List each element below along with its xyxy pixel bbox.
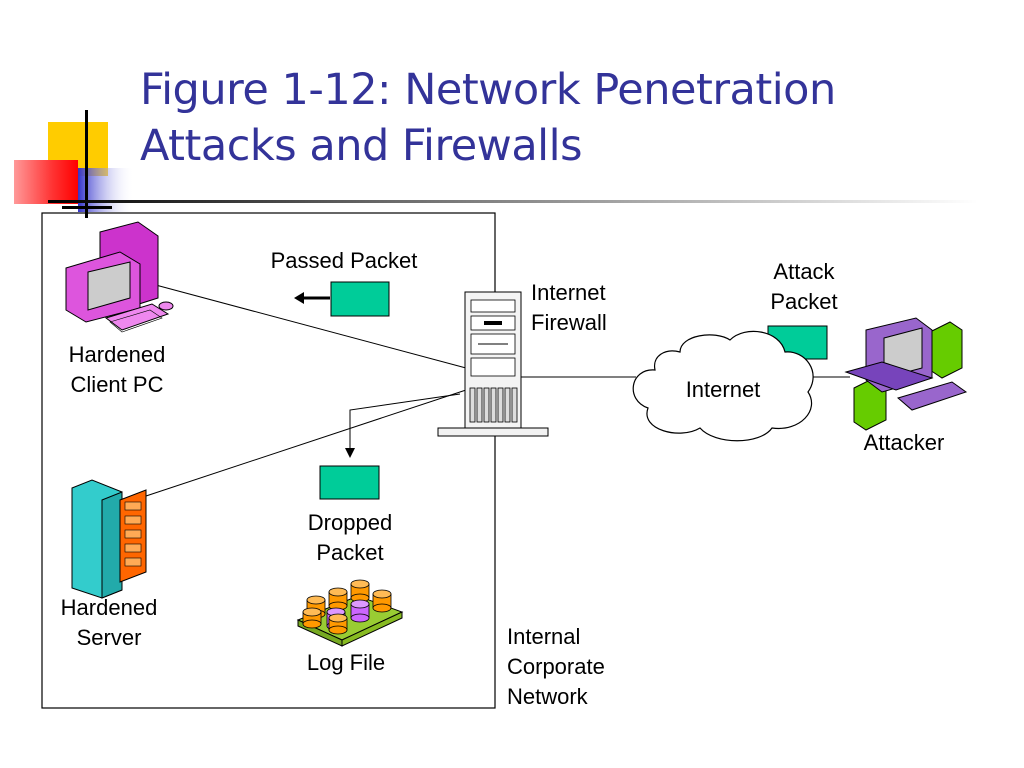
cloud-icon (632, 330, 814, 442)
drop-arrow (345, 393, 461, 458)
title-line-2: Attacks and Firewalls (140, 121, 582, 171)
hardened-server-label: Hardened Server (60, 595, 158, 650)
client-pc-icon (65, 221, 174, 333)
internal-corporate-network-label: Internal Corporate Network (507, 624, 605, 709)
passed-packet-icon (330, 281, 390, 317)
attacker-pc-icon (844, 317, 968, 431)
link-client-firewall (151, 283, 467, 369)
title-line-1: Figure 1-12: Network Penetration (140, 65, 836, 115)
dropped-packet-icon (319, 465, 380, 500)
internet-label: Internet (685, 377, 761, 402)
internet-firewall-label: Internet Firewall (531, 280, 607, 335)
attack-packet-label: Attack Packet (770, 259, 838, 314)
passed-packet-label: Passed Packet (270, 248, 418, 273)
attacker-label: Attacker (863, 430, 945, 455)
passed-packet-arrow (294, 292, 330, 304)
rack-server-icon (71, 479, 147, 599)
database-icon (296, 579, 404, 647)
internal-network-boundary (41, 212, 496, 709)
log-file-label: Log File (306, 650, 386, 675)
hardened-client-pc-label: Hardened Client PC (68, 342, 166, 397)
dropped-packet-label: Dropped Packet (307, 510, 393, 565)
slide-title: Figure 1-12: Network Penetration Attacks… (140, 62, 1000, 174)
link-server-firewall (145, 389, 467, 497)
title-underline (48, 200, 978, 203)
tower-server-icon (437, 291, 549, 437)
